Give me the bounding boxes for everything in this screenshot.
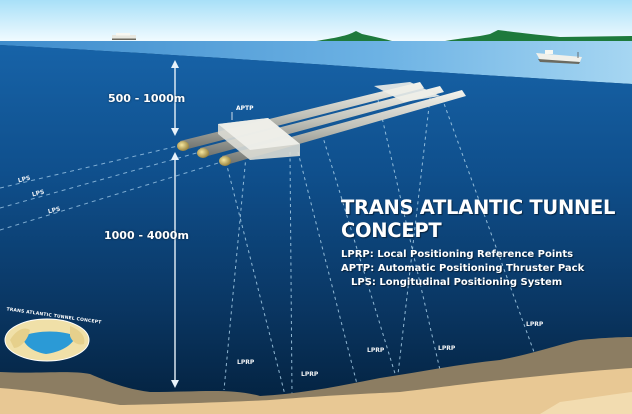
legend-lprp: LPRP: Local Positioning Reference Points — [341, 249, 574, 260]
title-line-2: CONCEPT — [341, 219, 442, 242]
depth-label-upper: 500 - 1000m — [108, 92, 186, 105]
lprp-label-4: LPRP — [438, 345, 456, 352]
depth-arrow-lower — [171, 152, 179, 388]
lprp-label-2: LPRP — [301, 371, 319, 378]
surface-water — [0, 41, 632, 84]
lprp-label-1: LPRP — [237, 359, 255, 366]
aptp-frame-far — [374, 82, 440, 102]
legend-lps: LPS: Longitudinal Positioning System — [351, 277, 563, 288]
ship-icon-tanker — [536, 50, 582, 64]
legend: LPRP: Local Positioning Reference Points… — [341, 248, 615, 290]
lprp-label-3: LPRP — [367, 347, 385, 354]
logo-globe-icon — [4, 318, 90, 362]
lps-lines — [0, 144, 229, 231]
seabed-sand — [0, 368, 632, 414]
lprp-lines — [223, 97, 535, 401]
ship-icon-distant — [112, 33, 136, 40]
deep-water — [0, 45, 632, 414]
title-block: TRANS ATLANTIC TUNNEL CONCEPT LPRP: Loca… — [341, 196, 615, 290]
legend-aptp: APTP: Automatic Positioning Thruster Pac… — [341, 263, 585, 274]
island-left — [316, 31, 392, 41]
aptp-label: APTP — [236, 105, 254, 112]
depth-label-lower: 1000 - 4000m — [104, 229, 189, 242]
lprp-label-5: LPRP — [526, 321, 544, 328]
depth-arrow-upper — [171, 60, 179, 136]
island-right — [440, 30, 632, 43]
tunnel-pipes — [177, 82, 466, 166]
title-line-1: TRANS ATLANTIC TUNNEL — [341, 196, 616, 219]
